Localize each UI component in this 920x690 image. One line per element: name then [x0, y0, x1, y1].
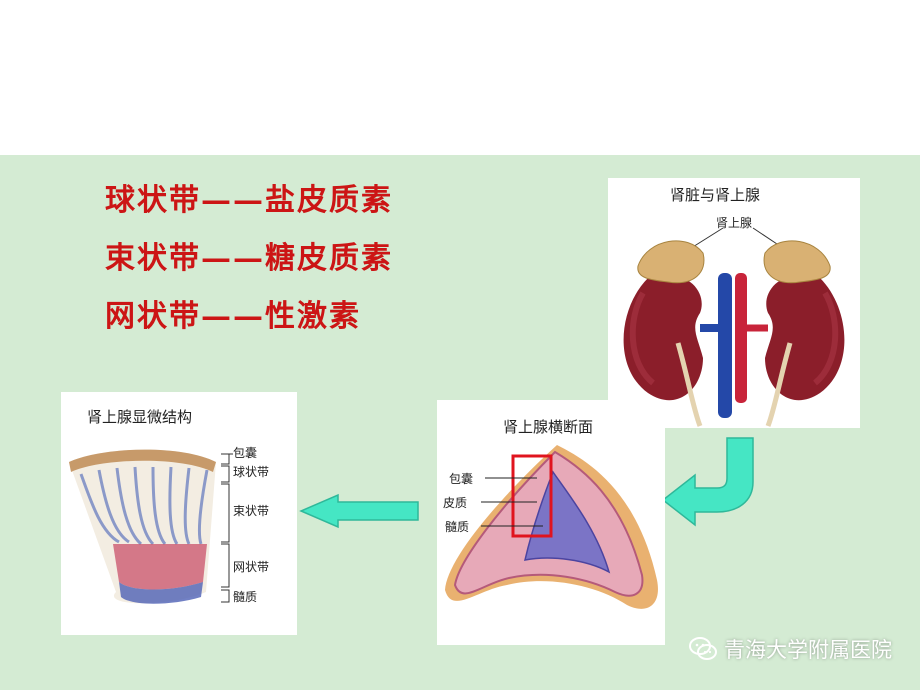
- zone-line-fasciculata: 束状带——糖皮质素: [105, 241, 393, 276]
- watermark-text: 青海大学附属医院: [724, 638, 892, 662]
- kidney-illustration: [623, 227, 845, 427]
- zone-line-reticularis: 网状带——性激素: [105, 299, 361, 334]
- cross-section-title: 肾上腺横断面: [503, 418, 594, 436]
- micro-label-medulla: 髓质: [233, 590, 258, 604]
- cross-label-cortex: 皮质: [443, 496, 468, 510]
- watermark: 青海大学附属医院: [688, 634, 892, 664]
- kidney-figure-title: 肾脏与肾上腺: [670, 186, 761, 204]
- adrenal-label: 肾上腺: [716, 216, 753, 230]
- cross-label-capsule: 包囊: [449, 472, 474, 486]
- kidney-adrenal-figure: 肾脏与肾上腺 肾上腺: [608, 178, 860, 428]
- cross-label-medulla: 髓质: [445, 520, 470, 534]
- wechat-icon: [689, 637, 717, 660]
- zone-hormone-list: 球状带——盐皮质素 束状带——糖皮质素 网状带——性激素: [105, 172, 393, 346]
- zone-line-glomerulosa: 球状带——盐皮质素: [105, 183, 393, 218]
- left-arrow-icon: [299, 493, 419, 529]
- micro-figure-title: 肾上腺显微结构: [87, 408, 193, 426]
- micro-structure-illustration: [69, 449, 233, 604]
- curved-arrow-icon: [661, 437, 754, 527]
- micro-label-capsule: 包囊: [233, 446, 258, 460]
- cross-section-figure: 肾上腺横断面 包囊 皮质 髓质: [437, 400, 665, 645]
- micro-label-fasciculata: 束状带: [233, 504, 270, 518]
- micro-label-glomerulosa: 球状带: [233, 465, 270, 479]
- micro-label-reticularis: 网状带: [233, 560, 270, 574]
- micro-structure-figure: 肾上腺显微结构 包囊 球状带 束状带 网状带: [61, 392, 297, 635]
- cross-section-illustration: [445, 445, 658, 609]
